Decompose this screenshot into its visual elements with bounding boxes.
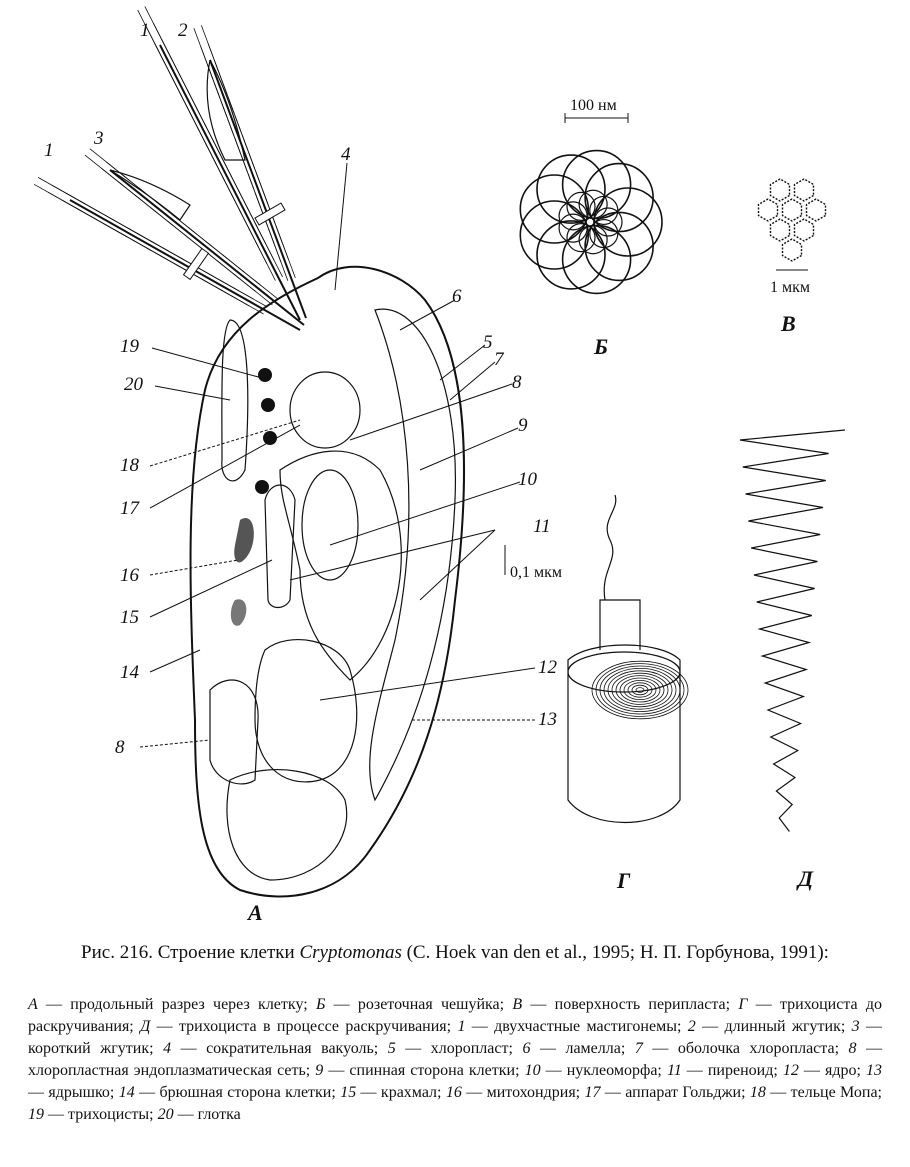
periplast-surface <box>757 178 827 262</box>
legend-text: — поверхность перипласта; <box>522 996 739 1013</box>
panel-label-a: А <box>246 900 263 925</box>
callout-6: 6 <box>452 286 462 307</box>
caption-suffix: (C. Hoek van den et al., 1995; Н. П. Гор… <box>401 942 829 963</box>
legend-text: — длинный жгутик; <box>695 1018 852 1035</box>
trichocyst-coiled <box>567 494 689 824</box>
trichocyst-uncoiling <box>739 429 846 832</box>
legend-key: 12 <box>782 1062 799 1079</box>
legend-text: — двухчастные мастигонемы; <box>465 1018 688 1035</box>
callout-1: 1 <box>44 140 54 161</box>
callout-8: 8 <box>512 372 522 393</box>
legend-text: — оболочка хлоропласта; <box>642 1040 849 1057</box>
callout-10: 10 <box>518 469 538 490</box>
legend-text: — розеточная чешуйка; <box>325 996 513 1013</box>
scale-a: 0,1 мкм <box>510 564 562 581</box>
callout-5: 5 <box>483 332 493 353</box>
legend-text: — трихоцисты; <box>44 1106 158 1123</box>
callout-3: 3 <box>93 128 104 149</box>
legend-text: — тельце Мопа; <box>765 1084 882 1101</box>
legend-key: 7 <box>634 1040 643 1057</box>
legend-key: 20 <box>157 1106 174 1123</box>
figure-legend: А — продольный разрез через клетку; Б — … <box>28 994 882 1126</box>
legend-key: 14 <box>118 1084 135 1101</box>
legend-key: 15 <box>340 1084 357 1101</box>
legend-key: 5 <box>387 1040 396 1057</box>
legend-text: — митохондрия; <box>461 1084 585 1101</box>
scale-v: 1 мкм <box>770 279 810 296</box>
legend-key: 13 <box>866 1062 883 1079</box>
cell-section <box>189 265 465 898</box>
scale-b: 100 нм <box>570 97 617 114</box>
legend-text: — короткий жгутик; <box>28 1018 883 1057</box>
legend-key: Б <box>315 996 326 1013</box>
legend-text: — ядро; <box>798 1062 867 1079</box>
legend-text: — ламелла; <box>530 1040 635 1057</box>
callout-1: 1 <box>140 20 150 41</box>
panel-label-d: Д <box>796 866 814 891</box>
legend-text: — трихоциста до раскручивания; <box>28 996 883 1035</box>
legend-text: — продольный разрез через клетку; <box>37 996 316 1013</box>
callout-8: 8 <box>115 737 125 758</box>
legend-key: 16 <box>445 1084 462 1101</box>
callout-11: 11 <box>533 516 551 537</box>
panel-label-b: Б <box>593 334 608 359</box>
legend-key: 19 <box>28 1106 44 1123</box>
callout-12: 12 <box>538 657 558 678</box>
callout-13: 13 <box>538 709 557 730</box>
legend-key: 17 <box>584 1084 601 1101</box>
legend-key: А <box>28 996 38 1013</box>
legend-key: 6 <box>522 1040 531 1057</box>
rosette-scale <box>519 113 663 295</box>
legend-key: В <box>512 996 523 1013</box>
caption-prefix: Рис. 216. Строение клетки <box>81 942 300 963</box>
legend-text: — нуклеоморфа; <box>540 1062 667 1079</box>
callout-17: 17 <box>120 498 141 519</box>
legend-text: — хлоропласт; <box>395 1040 523 1057</box>
callout-14: 14 <box>120 662 140 683</box>
callout-16: 16 <box>120 565 140 586</box>
legend-key: 2 <box>687 1018 696 1035</box>
legend-text: — пиреноид; <box>681 1062 783 1079</box>
legend-key: 3 <box>851 1018 860 1035</box>
legend-text: — крахмал; <box>356 1084 446 1101</box>
legend-key: 10 <box>524 1062 541 1079</box>
callout-20: 20 <box>124 374 144 395</box>
legend-text: — брюшная сторона клетки; <box>134 1084 341 1101</box>
legend-key: 1 <box>457 1018 466 1035</box>
legend-key: 8 <box>848 1040 857 1057</box>
legend-key: Д <box>140 1018 151 1035</box>
callout-2: 2 <box>178 20 188 41</box>
legend-text: — хлоропластная эндоплазматическая сеть; <box>28 1040 883 1079</box>
callout-19: 19 <box>120 336 140 357</box>
legend-text: — сократительная вакуоль; <box>171 1040 388 1057</box>
legend-key: 9 <box>315 1062 324 1079</box>
callout-9: 9 <box>518 415 528 436</box>
panel-label-v: В <box>780 311 796 336</box>
cryptomonas-diagram: 1 2 1 3 4 6 5 7 8 9 10 11 0,1 мкм 19 20 … <box>33 6 846 925</box>
figure-caption: Рис. 216. Строение клетки Cryptomonas (C… <box>40 940 870 965</box>
callout-15: 15 <box>120 607 139 628</box>
legend-text: — глотка <box>173 1106 241 1123</box>
callout-4: 4 <box>341 144 351 165</box>
legend-key: 4 <box>163 1040 172 1057</box>
legend-key: 11 <box>666 1062 682 1079</box>
legend-key: 18 <box>749 1084 766 1101</box>
legend-key: Г <box>738 996 748 1013</box>
flagella <box>33 6 307 331</box>
callout-18: 18 <box>120 455 140 476</box>
panel-label-g: Г <box>616 868 631 893</box>
caption-genus: Cryptomonas <box>299 942 402 963</box>
legend-text: — ядрышко; <box>28 1084 119 1101</box>
legend-text: — трихоциста в процессе раскручивания; <box>150 1018 458 1035</box>
legend-text: — спинная сторона клетки; <box>323 1062 525 1079</box>
callout-7: 7 <box>494 349 505 370</box>
legend-text: — аппарат Гольджи; <box>600 1084 750 1101</box>
